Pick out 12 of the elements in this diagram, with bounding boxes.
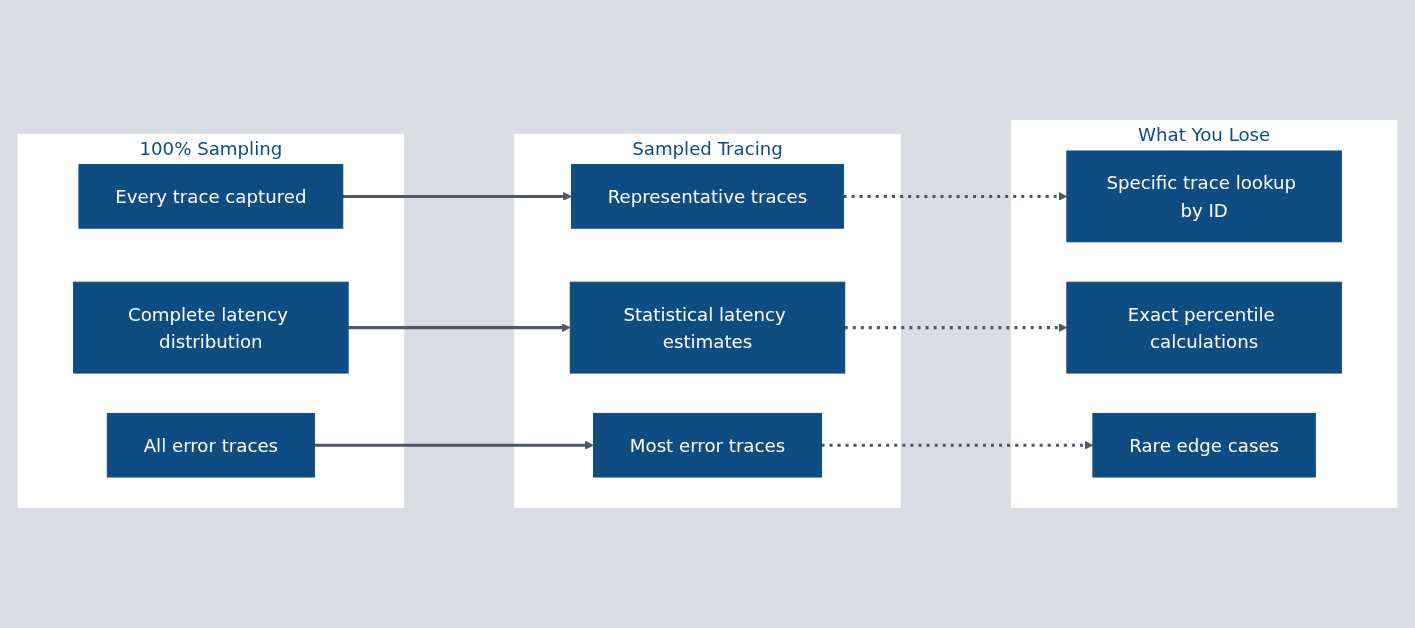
node-box: Exact percentile calculations	[1066, 281, 1342, 374]
node-box: Most error traces	[593, 412, 822, 478]
node-box: Complete latency distribution	[73, 281, 349, 374]
node-box: All error traces	[106, 412, 315, 478]
arrow	[314, 440, 594, 450]
node-box: Every trace captured	[78, 164, 344, 229]
node-box: Specific trace lookup by ID	[1066, 150, 1342, 243]
node-box: Statistical latency estimates	[569, 281, 846, 374]
node-box: Rare edge cases	[1092, 412, 1316, 478]
arrow	[342, 191, 572, 201]
arrow	[348, 323, 571, 333]
node-box: Representative traces	[570, 164, 845, 229]
